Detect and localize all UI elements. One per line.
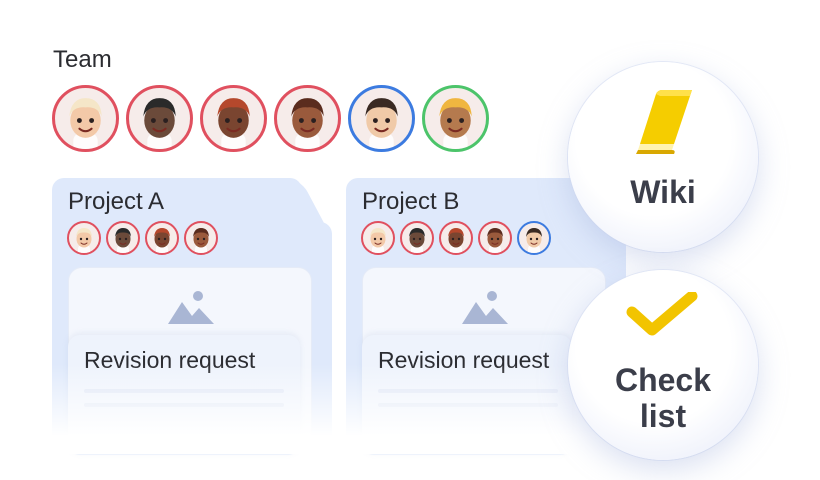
book-icon: [636, 90, 692, 154]
checkmark-icon: [626, 292, 698, 336]
image-placeholder-icon: [168, 291, 214, 324]
avatar-curly-boy[interactable]: [145, 221, 179, 255]
project-title[interactable]: Project B: [362, 188, 460, 215]
avatar-girl[interactable]: [478, 221, 512, 255]
team-title: Team: [53, 46, 112, 73]
project-members: [361, 221, 551, 255]
avatar-man-suit[interactable]: [517, 221, 551, 255]
avatar-dark-boy[interactable]: [126, 85, 193, 152]
checklist-label: Check list: [614, 362, 712, 434]
wiki-button[interactable]: Wiki: [568, 62, 758, 252]
avatar-blond-boy[interactable]: [67, 221, 101, 255]
project-b-folder[interactable]: Project B Revision request: [342, 178, 632, 455]
avatar-blond-boy[interactable]: [52, 85, 119, 152]
image-placeholder-icon: [462, 291, 508, 324]
avatar-man-suit[interactable]: [348, 85, 415, 152]
avatar-blond-kid[interactable]: [422, 85, 489, 152]
avatar-girl[interactable]: [184, 221, 218, 255]
avatar-curly-boy[interactable]: [200, 85, 267, 152]
wiki-label: Wiki: [630, 174, 696, 210]
avatar-curly-boy[interactable]: [439, 221, 473, 255]
avatar-dark-boy[interactable]: [106, 221, 140, 255]
project-members: [67, 221, 218, 255]
team-avatars: [52, 85, 489, 152]
project-a-folder[interactable]: Project A Revision request: [48, 178, 338, 455]
checklist-button[interactable]: Check list: [568, 270, 758, 460]
avatar-girl[interactable]: [274, 85, 341, 152]
project-title[interactable]: Project A: [68, 188, 165, 215]
avatar-dark-boy[interactable]: [400, 221, 434, 255]
avatar-blond-boy[interactable]: [361, 221, 395, 255]
